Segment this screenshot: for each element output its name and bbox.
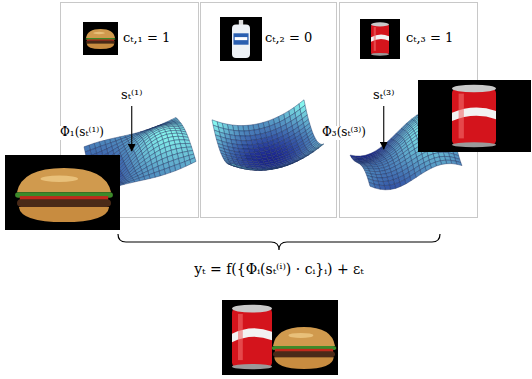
photo-background <box>360 19 400 59</box>
state-label: sₜ⁽¹⁾ <box>120 88 143 103</box>
can-picture <box>232 305 272 370</box>
burger-picture <box>272 327 336 369</box>
can-picture <box>452 85 496 148</box>
model-equation: yₜ = f({Φᵢ(sₜ⁽ⁱ⁾) · cᵢ}ᵢ) + εₜ <box>194 261 364 278</box>
indicator-label: cₜ,₂ = 0 <box>264 31 313 46</box>
indicator-label: cₜ,₁ = 1 <box>122 31 171 46</box>
mesh-cell <box>123 182 129 184</box>
bottle-picture <box>232 20 250 58</box>
leader-arrow <box>383 106 384 149</box>
panel-outline <box>201 3 337 218</box>
surface-mesh <box>212 100 324 170</box>
leader-arrow <box>131 106 132 151</box>
burger-picture <box>15 168 113 222</box>
function-label: Φ₁(sₜ⁽¹⁾) <box>59 126 105 140</box>
mesh-cell <box>252 169 258 170</box>
photo-background <box>222 300 338 375</box>
photo-background <box>83 22 118 55</box>
mesh-cell <box>313 148 319 152</box>
indicator-label: cₜ,₃ = 1 <box>405 31 454 46</box>
photo-background <box>5 155 120 230</box>
mesh-cell <box>231 164 237 166</box>
function-label: Φ₃(sₜ⁽³⁾) <box>321 126 367 140</box>
brace <box>118 234 440 250</box>
state-label: sₜ⁽³⁾ <box>372 88 395 103</box>
mesh-cell <box>230 163 236 166</box>
burger-picture <box>85 29 115 49</box>
mesh-cell <box>318 144 324 149</box>
can-picture <box>371 22 389 55</box>
panel: cₜ,₂ = 0 <box>200 2 336 217</box>
photo-background <box>220 17 262 61</box>
photo-background <box>418 80 531 152</box>
panel: cₜ,₁ = 1 sₜ⁽¹⁾ Φ₁(sₜ⁽¹⁾) <box>60 2 198 217</box>
mesh-cell <box>236 166 242 168</box>
mesh-cell <box>374 184 380 189</box>
mesh-cell <box>369 182 375 188</box>
panel: cₜ,₃ = 1sₜ⁽³⁾Φ₃(sₜ⁽³⁾) <box>339 2 477 217</box>
